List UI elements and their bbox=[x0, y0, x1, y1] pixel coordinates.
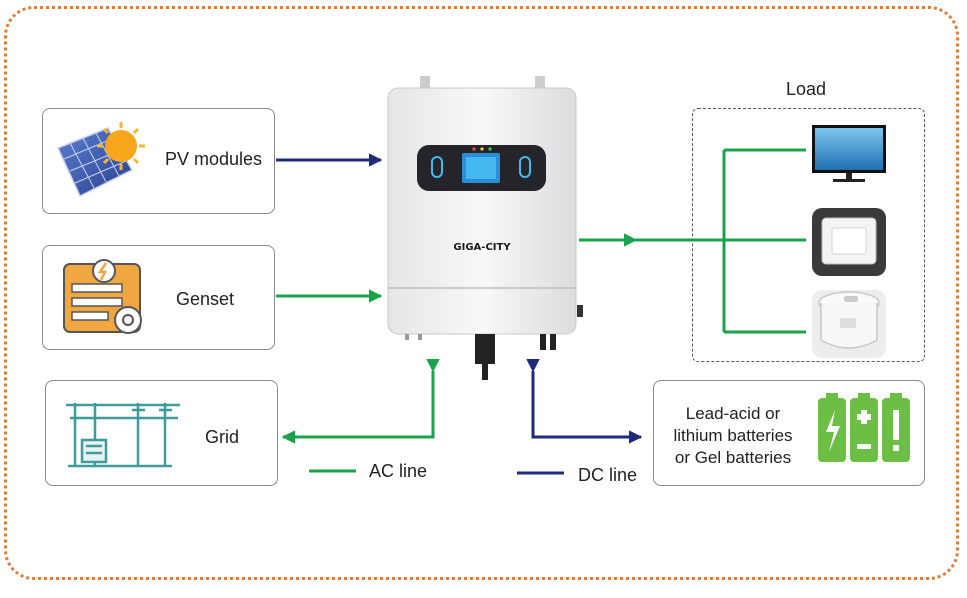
battery-line-2: lithium batteries bbox=[673, 426, 793, 445]
inverter-unit bbox=[387, 76, 583, 380]
sun-icon bbox=[97, 122, 145, 170]
grid-box bbox=[45, 380, 278, 486]
battery-dc-line bbox=[526, 358, 643, 444]
battery-description: Lead-acid or lithium batteries or Gel ba… bbox=[663, 403, 803, 469]
battery-icon bbox=[818, 393, 910, 462]
diagram-frame bbox=[4, 6, 959, 580]
battery-box bbox=[653, 380, 925, 486]
load-distribution-lines bbox=[636, 148, 806, 334]
generator-icon bbox=[63, 259, 142, 334]
pv-modules-label: PV modules bbox=[165, 149, 263, 169]
grid-ac-line bbox=[281, 358, 440, 444]
ac-line-legend-label: AC line bbox=[369, 461, 428, 481]
load-title: Load bbox=[786, 79, 827, 99]
inverter-brand: GIGA-CITY bbox=[453, 242, 511, 253]
dc-line-legend-label: DC line bbox=[578, 465, 638, 485]
tv-icon bbox=[812, 125, 886, 182]
grid-label: Grid bbox=[205, 427, 240, 447]
genset-label: Genset bbox=[176, 289, 235, 309]
power-grid-icon bbox=[66, 403, 180, 468]
battery-line-3: or Gel batteries bbox=[674, 448, 792, 467]
load-box bbox=[692, 108, 925, 362]
battery-line-1: Lead-acid or bbox=[685, 404, 781, 423]
rice-cooker-icon bbox=[812, 290, 886, 358]
ceiling-light-icon bbox=[812, 208, 886, 276]
